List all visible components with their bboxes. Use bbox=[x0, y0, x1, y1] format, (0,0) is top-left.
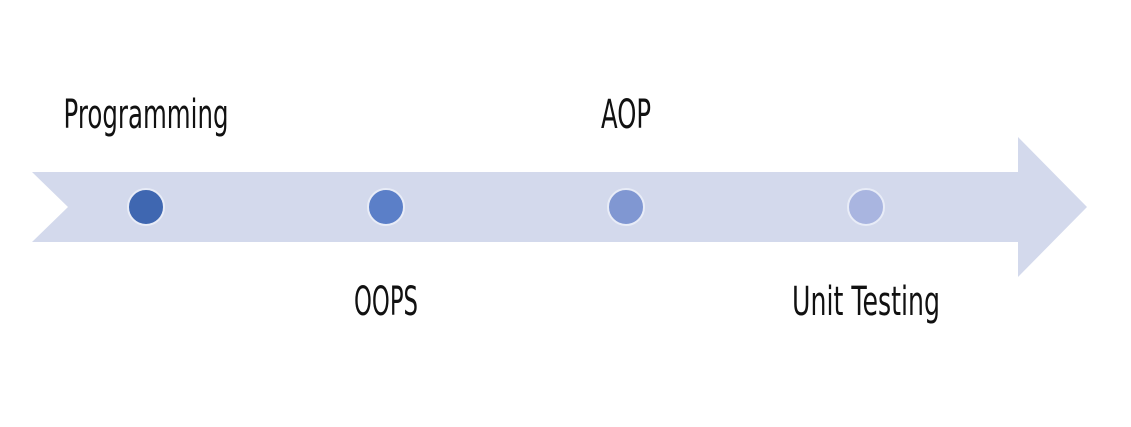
milestone-label-programming: Programming bbox=[64, 92, 229, 138]
milestone-dot-aop bbox=[607, 188, 645, 226]
milestone-label-aop: AOP bbox=[601, 92, 651, 138]
milestone-label-unit-testing: Unit Testing bbox=[792, 279, 940, 325]
milestone-dot-unit-testing bbox=[847, 188, 885, 226]
milestone-label-oops: OOPS bbox=[354, 279, 418, 325]
milestone-dot-programming bbox=[127, 188, 165, 226]
milestone-dot-oops bbox=[367, 188, 405, 226]
timeline-arrow bbox=[32, 137, 1087, 277]
